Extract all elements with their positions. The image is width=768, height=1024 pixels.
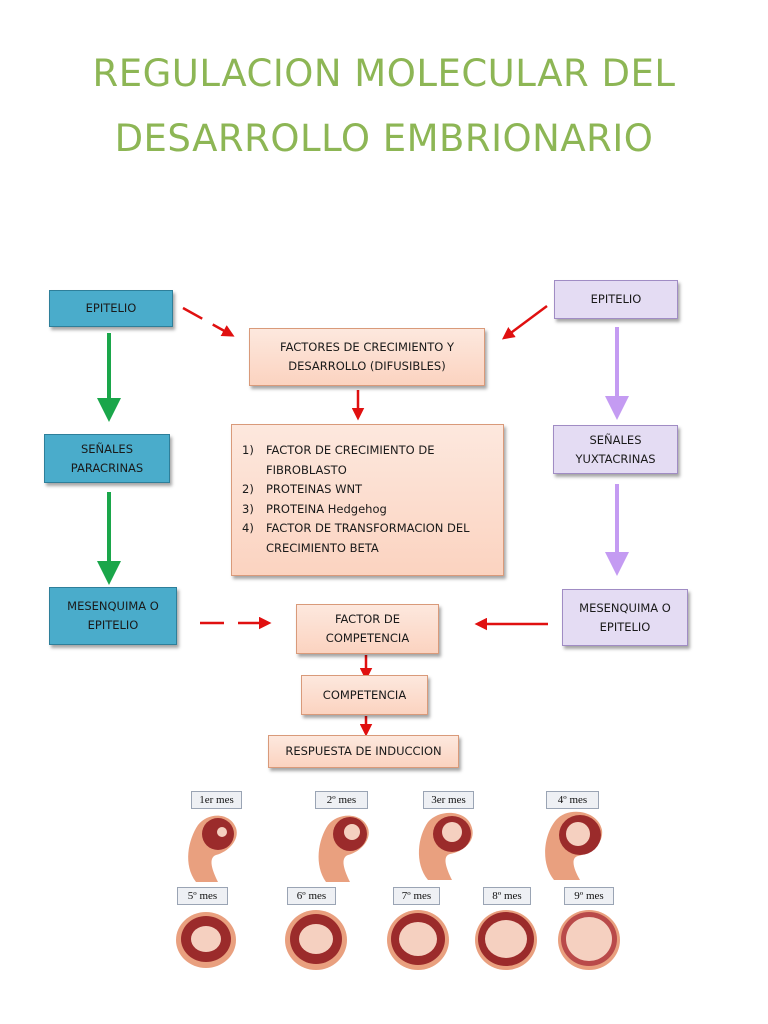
fetus-illustration-2 [318, 815, 369, 882]
list-item-line-1: PROTEINAS WNT [266, 482, 363, 497]
factores-line-1: FACTORES DE CRECIMIENTO Y [280, 340, 454, 354]
list-item-number: 3) [242, 501, 254, 516]
epitelio-right-label: EPITELIO [590, 292, 642, 306]
list-item-text: FACTOR DE TRANSFORMACION DEL CRECIMIENTO … [266, 519, 470, 558]
epitelio-right-box: EPITELIO [554, 280, 678, 319]
epitelio-left-label: EPITELIO [85, 301, 137, 315]
month-label-4: 4º mes [546, 791, 599, 809]
mesenquima-left-line-2: EPITELIO [87, 618, 139, 632]
epitelio-left-box: EPITELIO [49, 290, 173, 327]
fetus-illustration-7 [387, 910, 449, 970]
factores-crecimiento-box: FACTORES DE CRECIMIENTO Y DESARROLLO (DI… [249, 328, 485, 386]
list-item: 4) FACTOR DE TRANSFORMACION DEL CRECIMIEN… [242, 519, 493, 558]
month-label-7: 7º mes [393, 887, 440, 905]
page-title-line-1: REGULACION MOLECULAR DEL [92, 52, 676, 95]
month-label-2: 2º mes [315, 791, 368, 809]
competencia-label: COMPETENCIA [322, 687, 407, 702]
list-item-line-1: FACTOR DE CRECIMIENTO DE [266, 443, 435, 457]
list-item-number: 4) [242, 521, 254, 536]
list-item: 3) PROTEINA Hedgehog [242, 500, 493, 520]
list-item-number: 2) [242, 482, 254, 497]
senales-yuxtacrinas-line-2: YUXTACRINAS [575, 451, 656, 466]
senales-paracrinas-line-2: PARACRINAS [70, 460, 144, 475]
fetus-illustration-9 [558, 910, 620, 970]
fetus-illustration-6 [285, 910, 347, 970]
month-label-3: 3er mes [423, 791, 474, 809]
senales-paracrinas-line-1: SEÑALES [80, 441, 133, 456]
competencia-box: COMPETENCIA [301, 675, 428, 715]
factores-list-box: 1) FACTOR DE CRECIMIENTO DE FIBROBLASTO 2… [231, 424, 504, 576]
mesenquima-left-box: MESENQUIMA O EPITELIO [49, 587, 177, 645]
factor-competencia-line-2: COMPETENCIA [325, 631, 410, 645]
senales-yuxtacrinas-line-1: SEÑALES [589, 432, 642, 447]
list-item-line-1: PROTEINA Hedgehog [266, 501, 387, 516]
fetus-illustration-3 [418, 812, 473, 880]
fetus-illustration-1 [188, 815, 237, 882]
month-label-1: 1er mes [191, 791, 242, 809]
list-item: 1) FACTOR DE CRECIMIENTO DE FIBROBLASTO [242, 441, 493, 480]
list-item: 2) PROTEINAS WNT [242, 480, 493, 500]
factor-competencia-line-1: FACTOR DE [334, 612, 401, 626]
factor-competencia-box: FACTOR DE COMPETENCIA [296, 604, 439, 654]
month-label-8: 8º mes [483, 887, 531, 905]
red-arrow-left-diagonal [182, 306, 235, 337]
mesenquima-right-box: MESENQUIMA O EPITELIO [562, 589, 688, 646]
fetus-illustration-4 [545, 811, 603, 880]
mesenquima-left-line-1: MESENQUIMA O [67, 599, 159, 613]
list-item-number: 1) [242, 443, 254, 457]
fetus-illustration-5 [176, 912, 236, 968]
respuesta-label: RESPUESTA DE INDUCCION [285, 744, 442, 758]
mesenquima-right-line-2: EPITELIO [599, 619, 651, 634]
factores-line-2: DESARROLLO (DIFUSIBLES) [288, 359, 446, 373]
respuesta-induccion-box: RESPUESTA DE INDUCCION [268, 735, 459, 768]
list-item-text: FACTOR DE CRECIMIENTO DE FIBROBLASTO [266, 441, 435, 480]
red-arrow-right-diagonal [501, 304, 548, 340]
list-item-line-2: FIBROBLASTO [266, 462, 347, 477]
month-label-6: 6º mes [287, 887, 336, 905]
senales-yuxtacrinas-box: SEÑALES YUXTACRINAS [553, 425, 678, 474]
senales-paracrinas-box: SEÑALES PARACRINAS [44, 434, 170, 483]
list-item-line-2: CRECIMIENTO BETA [266, 540, 379, 555]
month-label-9: 9º mes [564, 887, 614, 905]
mesenquima-right-line-1: MESENQUIMA O [579, 600, 671, 615]
list-item-line-1: FACTOR DE TRANSFORMACION DEL [266, 521, 470, 536]
page-title-line-2: DESARROLLO EMBRIONARIO [114, 117, 654, 160]
fetus-illustration-8 [475, 910, 537, 970]
month-label-5: 5º mes [177, 887, 228, 905]
